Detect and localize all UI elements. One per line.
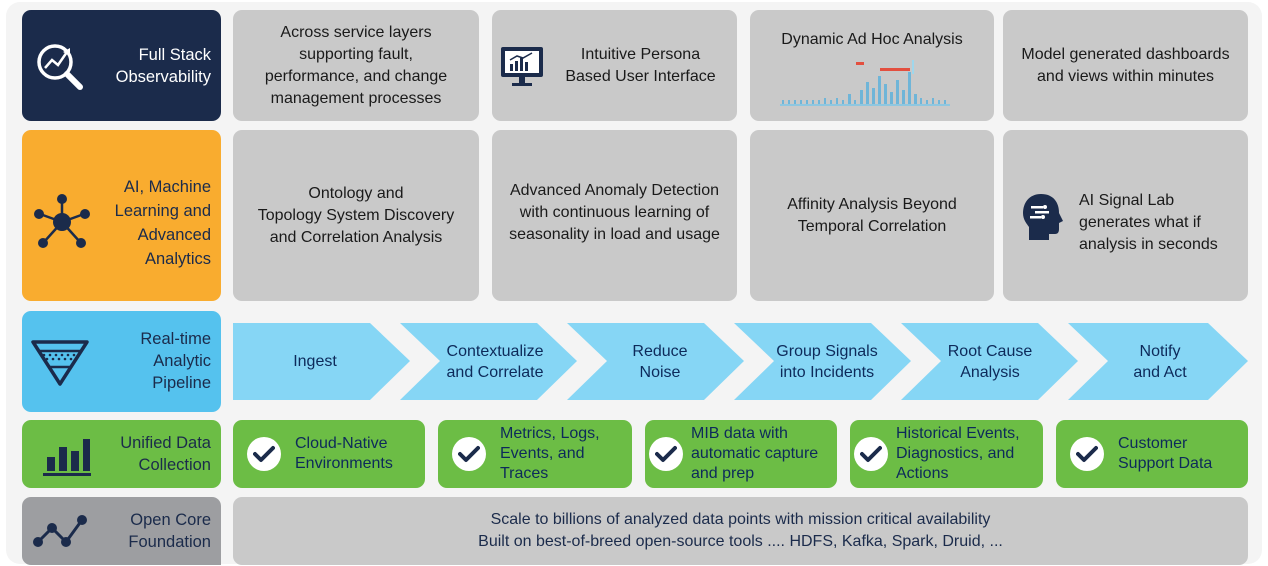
check-icon xyxy=(649,437,683,471)
check-icon xyxy=(247,437,281,471)
category-unified-data-collection: Unified Data Collection xyxy=(22,420,221,488)
network-hub-icon xyxy=(30,190,94,254)
ai-head-icon xyxy=(1021,192,1065,247)
bar-chart-icon xyxy=(42,432,92,478)
category-label: AI, Machine Learning and Advanced Analyt… xyxy=(114,178,211,268)
signal-lab-line1: AI Signal Lab xyxy=(1079,192,1175,209)
fso-persona-line2: Based User Interface xyxy=(565,68,716,85)
category-realtime-pipeline: Real-time Analytic Pipeline xyxy=(22,311,221,412)
pipeline-step-ingest xyxy=(233,323,410,400)
check-icon xyxy=(854,437,888,471)
fso-cell-persona-ui: Intuitive Persona Based User Interface xyxy=(492,10,737,121)
pipeline-step-root-cause xyxy=(901,323,1078,400)
ai-cell-ontology: Ontology and Topology System Discovery a… xyxy=(233,130,479,301)
fso-cell-dynamic-analysis: Dynamic Ad Hoc Analysis xyxy=(750,10,994,121)
category-label: Unified Data Collection xyxy=(120,434,211,474)
category-label: Open Core Foundation xyxy=(128,511,211,551)
mini-bar-chart-icon xyxy=(780,54,966,121)
category-full-stack-observability: Full Stack Observability xyxy=(22,10,221,121)
fso-cell-model-dashboards: Model generated dashboards and views wit… xyxy=(1003,10,1248,121)
signal-lab-line2: generates what if xyxy=(1079,214,1201,231)
signal-lab-line3: analysis in seconds xyxy=(1079,236,1218,253)
check-icon xyxy=(1070,437,1104,471)
category-ai-ml-analytics: AI, Machine Learning and Advanced Analyt… xyxy=(22,130,221,301)
ai-cell-anomaly-detection: Advanced Anomaly Detection with continuo… xyxy=(492,130,737,301)
pipeline-step-contextualize xyxy=(400,323,577,400)
category-label: Full Stack Observability xyxy=(115,46,211,86)
fso-persona-line1: Intuitive Persona xyxy=(580,46,701,63)
check-icon xyxy=(452,437,486,471)
category-open-core-foundation: Open Core Foundation xyxy=(22,497,221,565)
pipeline-step-group-signals xyxy=(734,323,911,400)
monitor-chart-icon xyxy=(500,46,544,93)
foundation-description: Scale to billions of analyzed data point… xyxy=(233,497,1248,565)
funnel-icon xyxy=(30,337,90,389)
pipeline-step-notify xyxy=(1068,323,1248,400)
line-graph-icon xyxy=(30,511,90,553)
fso-cell-service-layers: Across service layers supporting fault, … xyxy=(233,10,479,121)
ai-cell-affinity-analysis: Affinity Analysis Beyond Temporal Correl… xyxy=(750,130,994,301)
magnifier-chart-icon xyxy=(30,37,88,95)
fso-dynamic-label: Dynamic Ad Hoc Analysis xyxy=(781,31,963,48)
ai-cell-signal-lab: AI Signal Lab generates what if analysis… xyxy=(1003,130,1248,301)
category-label: Real-time Analytic Pipeline xyxy=(140,330,211,392)
pipeline-step-reduce-noise xyxy=(567,323,744,400)
pipeline-label-ingest: Ingest xyxy=(293,353,337,370)
